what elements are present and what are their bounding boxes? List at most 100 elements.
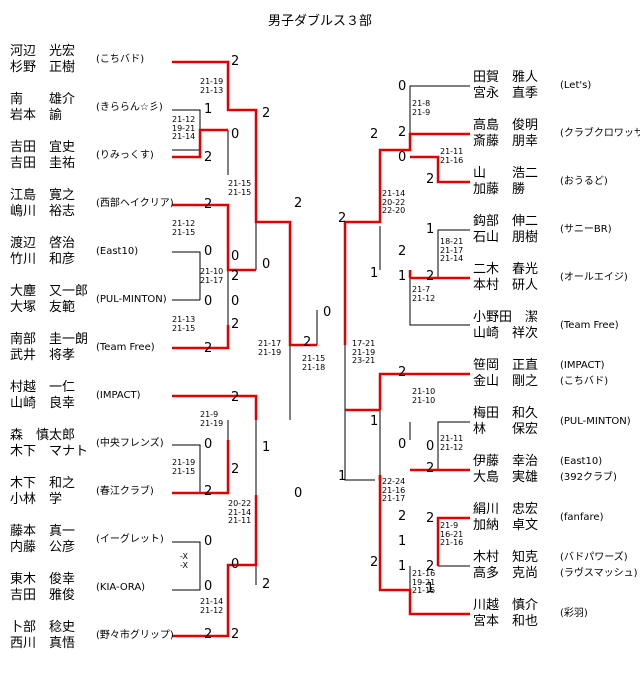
team-label: (クラブクロワッサン) <box>560 128 640 139</box>
player-name: 江島 寛之 <box>10 188 76 203</box>
match-score: 2 <box>204 627 213 642</box>
team-label: (彩羽) <box>560 608 588 619</box>
player-name: 河辺 光宏 <box>10 44 76 59</box>
match-score: 1 <box>426 581 435 596</box>
player-name: 藤本 真一 <box>10 524 76 539</box>
match-score: 2 <box>231 627 240 642</box>
team-label: (おうるど) <box>560 176 608 187</box>
player-name: 岩本 諭 <box>10 108 63 123</box>
match-score: 1 <box>338 469 347 484</box>
game-scores: 21-9 21-19 <box>200 410 224 428</box>
game-scores: 21-16 19-21 21-15 <box>412 569 436 595</box>
player-name: 卜部 稔史 <box>10 620 76 635</box>
match-score: 2 <box>398 509 407 524</box>
team-label: (IMPACT) <box>96 390 141 401</box>
match-score: 2 <box>370 555 379 570</box>
game-scores: 20-22 21-14 21-11 <box>228 499 252 525</box>
team-label: (Let's) <box>560 80 592 91</box>
match-score: 0 <box>426 439 435 454</box>
player-name: 吉田 雅俊 <box>10 588 76 603</box>
match-score: 1 <box>398 269 407 284</box>
player-name: 大塵 又一郎 <box>10 284 89 299</box>
player-name: 村越 一仁 <box>10 380 76 395</box>
match-score: 2 <box>426 511 435 526</box>
match-score: 2 <box>231 317 240 332</box>
match-score: 1 <box>398 559 407 574</box>
player-name: 二木 春光 <box>473 262 539 277</box>
match-score: 0 <box>398 79 407 94</box>
match-score: 0 <box>204 579 213 594</box>
team-label: (イーグレット) <box>96 534 164 545</box>
game-scores: 18-21 21-17 21-14 <box>440 237 464 263</box>
game-scores: 21-17 21-19 <box>258 339 282 357</box>
team-label: (PUL-MINTON) <box>560 416 631 427</box>
match-score: 2 <box>398 365 407 380</box>
match-score: 2 <box>370 127 379 142</box>
game-scores: 17-21 21-19 23-21 <box>352 339 376 365</box>
player-name: 木下 マナト <box>10 444 89 459</box>
match-score: 0 <box>398 150 407 165</box>
player-name: 嶋川 裕志 <box>10 204 76 219</box>
game-scores: 21-19 21-15 <box>172 458 196 476</box>
match-score: 2 <box>426 559 435 574</box>
player-name: 木村 知克 <box>473 550 539 565</box>
team-label: (りみっくす) <box>96 150 154 161</box>
team-label: (East10) <box>96 246 139 257</box>
match-score: 1 <box>426 222 435 237</box>
match-score: 2 <box>426 269 435 284</box>
player-name: 本村 研人 <box>473 278 539 293</box>
match-score: 0 <box>204 244 213 259</box>
player-name: 大島 実雄 <box>473 470 539 485</box>
player-name: 大塚 友範 <box>10 300 76 315</box>
team-label: (IMPACT) <box>560 360 605 371</box>
game-scores: 21-8 21-9 <box>412 99 431 117</box>
game-scores: 21-11 21-12 <box>440 434 464 452</box>
page-title: 男子ダブルス３部 <box>267 14 372 29</box>
team-label: (こちバド) <box>560 376 609 387</box>
player-name: 石山 朋樹 <box>473 230 539 245</box>
player-name: 南 雄介 <box>10 92 76 107</box>
team-label: (392クラブ) <box>560 472 617 483</box>
team-label: (西部ヘイクリア) <box>96 198 174 209</box>
team-label: (East10) <box>560 456 603 467</box>
team-label: (きららん☆彡) <box>96 102 163 113</box>
game-scores: 21-12 21-15 <box>172 219 196 237</box>
match-score: 2 <box>204 150 213 165</box>
match-score: 2 <box>231 390 240 405</box>
match-score: 2 <box>231 269 240 284</box>
game-scores: 21-13 21-15 <box>172 315 196 333</box>
game-scores: 21-19 21-13 <box>200 77 224 95</box>
match-score: 2 <box>231 462 240 477</box>
player-name: 武井 将孝 <box>10 348 76 363</box>
player-name: 山 浩二 <box>473 166 539 181</box>
team-label: (Team Free) <box>96 342 155 353</box>
team-label: (PUL-MINTON) <box>96 294 167 305</box>
player-name: 高島 俊明 <box>473 118 539 133</box>
team-label: (野々市グリップ) <box>96 630 174 641</box>
team-label: (バドパワーズ) <box>560 552 628 563</box>
player-name: 川越 慎介 <box>473 598 539 613</box>
match-score: 2 <box>204 484 213 499</box>
player-name: 西川 真悟 <box>10 636 76 651</box>
team-label: (KIA-ORA) <box>96 582 146 593</box>
match-score: 1 <box>398 534 407 549</box>
player-name: 加藤 勝 <box>473 182 526 197</box>
team-label: (中央フレンズ) <box>96 438 164 449</box>
player-name: 伊藤 幸治 <box>473 454 539 469</box>
match-score: 2 <box>204 197 213 212</box>
player-name: 小林 学 <box>10 492 63 507</box>
game-scores: 21-15 21-15 <box>228 179 252 197</box>
match-score: 1 <box>262 440 271 455</box>
match-score: 2 <box>398 244 407 259</box>
player-name: 森 慎太郎 <box>10 428 76 443</box>
player-name: 梅田 和久 <box>473 406 539 421</box>
match-score: 2 <box>262 577 271 592</box>
team-label: (オールエイジ) <box>560 272 628 283</box>
match-score: 0 <box>294 486 303 501</box>
match-score: 2 <box>426 172 435 187</box>
team-label: (こちバド) <box>96 54 145 65</box>
team-label: (fanfare) <box>560 512 604 523</box>
player-name: 渡辺 啓治 <box>10 236 76 251</box>
match-score: 0 <box>398 437 407 452</box>
